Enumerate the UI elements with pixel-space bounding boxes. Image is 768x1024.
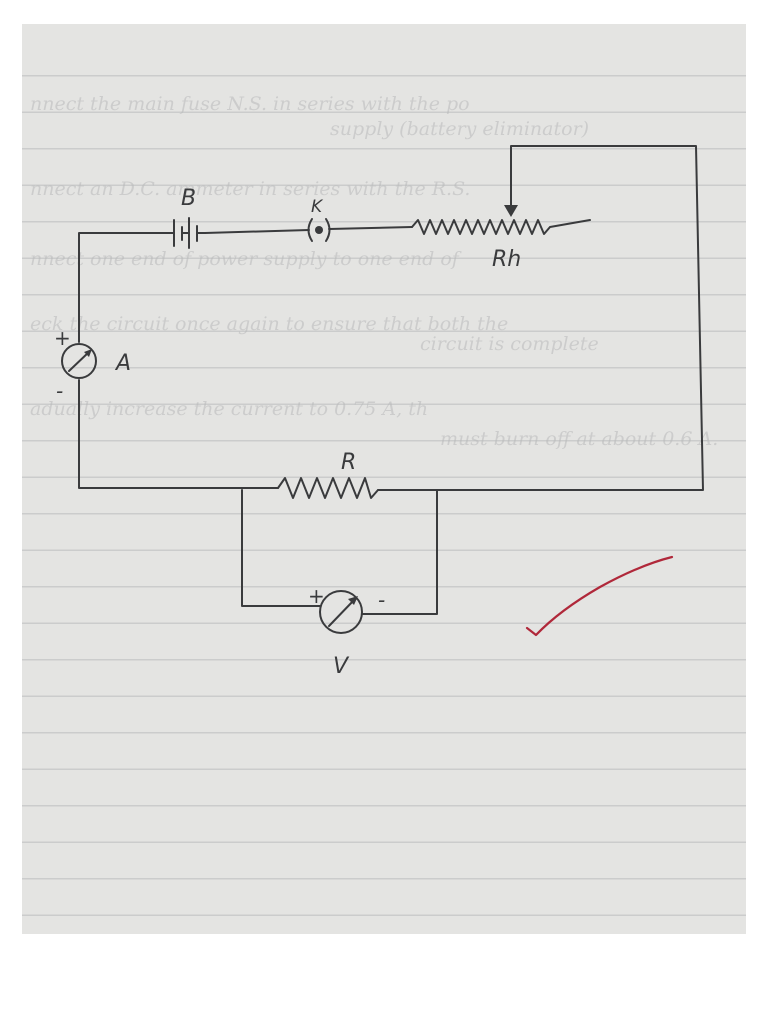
ammeter-minus-sign: - <box>56 379 63 403</box>
wire-voltmeter-right <box>361 489 438 615</box>
show-through-line: nnect one end of power supply to one end… <box>30 248 462 270</box>
wire-left-top <box>78 232 175 343</box>
show-through-line: eck the circuit once again to ensure tha… <box>30 313 508 335</box>
show-through-text: nnect the main fuse N.S. in series with … <box>30 93 718 450</box>
ammeter-plus-sign: + <box>54 326 71 350</box>
wire-voltmeter-left <box>241 489 321 607</box>
plug-key <box>307 218 331 242</box>
show-through-line: must burn off at about 0.6 A. <box>440 428 718 450</box>
battery <box>173 217 206 249</box>
wire-key-rheostat <box>328 226 413 230</box>
voltmeter-label: V <box>333 654 350 679</box>
rheostat <box>411 205 591 235</box>
rheostat-label: Rh <box>492 247 521 272</box>
show-through-line: nnect an D.C. ammeter in series with the… <box>30 178 470 200</box>
wire-right-loop <box>377 145 704 491</box>
ammeter-label: A <box>114 351 131 376</box>
notebook-page <box>22 24 746 934</box>
key-label: K <box>311 197 324 217</box>
resistor <box>277 477 379 499</box>
resistor-label: R <box>341 450 356 475</box>
show-through-line: circuit is complete <box>420 333 599 355</box>
voltmeter <box>319 590 363 634</box>
show-through-line: adually increase the current to 0.75 A, … <box>30 398 428 420</box>
wire-battery-key <box>204 229 310 234</box>
battery-label: B <box>181 186 196 211</box>
ammeter-needle-icon <box>84 349 92 357</box>
wire-left-bottom <box>78 379 279 489</box>
voltmeter-minus-sign: - <box>378 588 385 612</box>
check-mark-icon <box>525 555 674 637</box>
voltmeter-plus-sign: + <box>308 584 325 608</box>
ammeter <box>61 343 97 379</box>
voltmeter-needle-icon <box>348 596 358 605</box>
show-through-line: supply (battery eliminator) <box>330 118 589 140</box>
rheostat-slider-arrow-icon <box>504 205 518 217</box>
show-through-line: nnect the main fuse N.S. in series with … <box>30 93 470 115</box>
